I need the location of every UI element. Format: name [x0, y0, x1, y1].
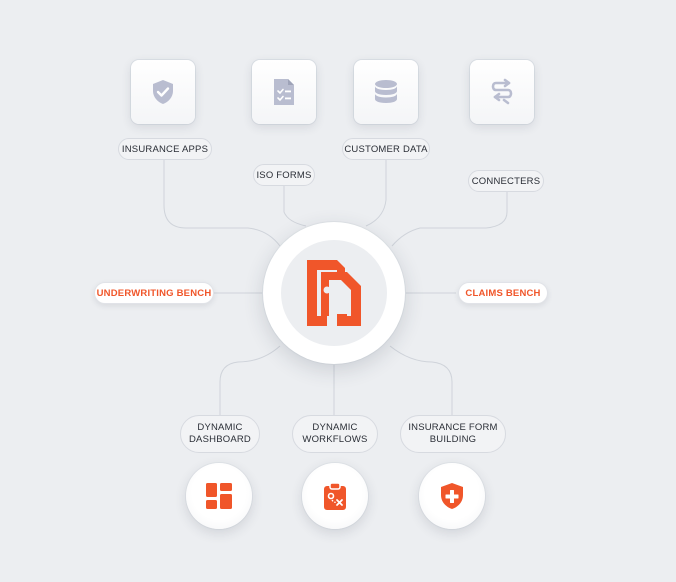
- label-line: WORKFLOWS: [302, 434, 368, 445]
- brand-logo-icon: [307, 260, 361, 326]
- dashboard-grid-icon: [206, 483, 232, 509]
- insurance-form-building-button[interactable]: [419, 463, 485, 529]
- label-insurance-apps: INSURANCE APPS: [118, 138, 212, 160]
- label-dynamic-dashboard: DYNAMIC DASHBOARD: [180, 415, 260, 453]
- label-connecters: CONNECTERS: [468, 170, 544, 192]
- hub-inner: [281, 240, 387, 346]
- dynamic-dashboard-button[interactable]: [186, 463, 252, 529]
- connector-insurance-form-building: [389, 345, 453, 415]
- insurance-apps-tile[interactable]: [131, 60, 195, 124]
- database-icon: [375, 80, 397, 103]
- label-dynamic-workflows: DYNAMIC WORKFLOWS: [292, 415, 378, 453]
- label-customer-data: CUSTOMER DATA: [342, 138, 430, 160]
- label-line: DYNAMIC: [312, 422, 358, 433]
- label-claims-bench[interactable]: CLAIMS BENCH: [458, 282, 548, 304]
- shield-plus-icon: [441, 483, 463, 509]
- customer-data-tile[interactable]: [354, 60, 418, 124]
- connector-customer-data: [365, 160, 387, 227]
- dynamic-workflows-button[interactable]: [302, 463, 368, 529]
- arrows-exchange-icon: [491, 78, 513, 105]
- label-iso-forms: ISO FORMS: [253, 164, 315, 186]
- form-checklist-icon: [274, 79, 294, 105]
- shield-check-icon: [153, 80, 173, 104]
- connector-iso-forms: [283, 186, 307, 227]
- connector-insurance-apps: [163, 160, 281, 247]
- connecters-tile[interactable]: [470, 60, 534, 124]
- label-underwriting-bench[interactable]: UNDERWRITING BENCH: [94, 282, 214, 304]
- clipboard-workflow-icon: [324, 482, 346, 510]
- connector-connecters: [391, 192, 508, 247]
- label-insurance-form-building: INSURANCE FORM BUILDING: [400, 415, 506, 453]
- iso-forms-tile[interactable]: [252, 60, 316, 124]
- connector-dynamic-dashboard: [219, 345, 281, 415]
- label-line: BUILDING: [429, 434, 477, 445]
- label-line: DYNAMIC: [197, 422, 243, 433]
- label-line: DASHBOARD: [189, 434, 251, 445]
- label-line: INSURANCE FORM: [408, 422, 498, 433]
- central-hub: [263, 222, 405, 364]
